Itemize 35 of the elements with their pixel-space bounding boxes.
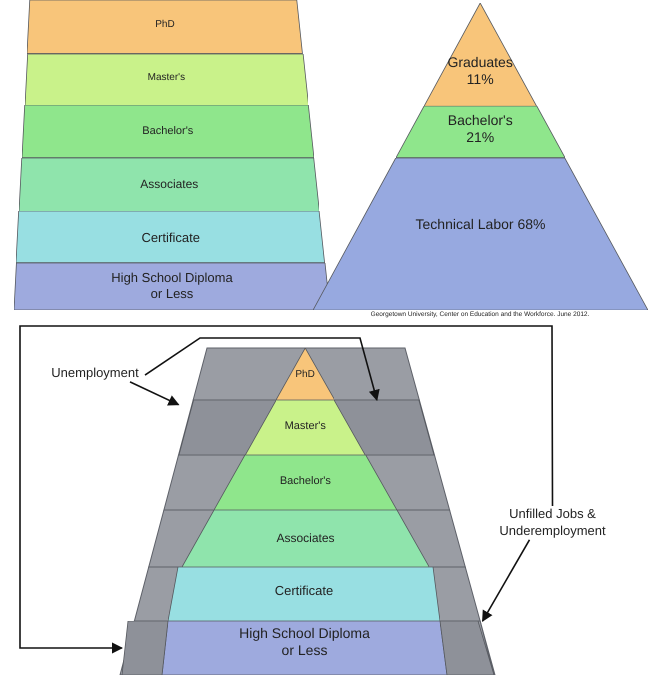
annotation-text: Unfilled Jobs & Underemployment	[495, 506, 610, 540]
band-label: Master's	[284, 420, 327, 433]
arrow	[482, 539, 530, 622]
pyramid-band	[16, 211, 325, 264]
band-label: PhD	[294, 368, 316, 381]
band-label: Certificate	[140, 230, 201, 246]
band-label: High School Diploma or Less	[238, 625, 371, 659]
pyramid-band	[24, 54, 308, 106]
annotation-text: Unemployment	[45, 365, 145, 382]
band-label: Technical Labor 68%	[414, 216, 546, 232]
pyramid-band	[162, 621, 447, 675]
band-label: Bachelor's	[278, 474, 332, 488]
pyramid-band	[424, 2, 536, 106]
band-label: Bachelor's	[141, 125, 194, 138]
shaded-area	[122, 621, 168, 675]
band-label: Bachelor's 21%	[446, 112, 514, 146]
pyramid-band	[22, 105, 314, 158]
shaded-area	[440, 621, 494, 675]
pyramid-band	[313, 158, 648, 310]
band-label: Master's	[146, 72, 186, 84]
band-label: Certificate	[274, 583, 334, 599]
arrow	[130, 381, 180, 406]
band-label: Associates	[275, 530, 336, 545]
pyramid-band	[182, 510, 430, 567]
pyramid-band	[14, 263, 330, 310]
band-label: Associates	[139, 177, 200, 192]
band-label: PhD	[154, 18, 176, 31]
pyramid-band	[214, 455, 397, 510]
pyramid-band	[168, 567, 440, 621]
arrow	[19, 325, 554, 654]
band-label: Graduates 11%	[446, 54, 514, 88]
band-label: High School Diploma or Less	[110, 270, 234, 302]
arrow	[144, 337, 380, 402]
pyramid-band	[27, 0, 303, 54]
pyramid-band	[19, 158, 320, 212]
